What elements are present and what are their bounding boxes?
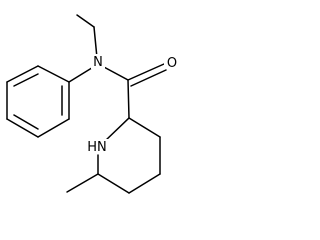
phenyl-ring <box>6 65 70 138</box>
piperidine-ring <box>97 117 161 194</box>
bond-ethyl-ch2-n <box>93 26 98 59</box>
bond-n-carbonyl-carbon <box>101 65 129 81</box>
bond-ethyl-ch3-ch2 <box>76 14 95 28</box>
bond-ring-methyl <box>66 173 99 193</box>
atom-label-piperidine-nitrogen: HN <box>87 140 107 155</box>
bond-carbonyl-double-a <box>127 63 165 81</box>
bond-carbonyl-double-b <box>130 69 167 87</box>
atom-label-amide-nitrogen: N <box>93 55 103 70</box>
atom-label-carbonyl-oxygen: O <box>167 56 177 71</box>
chemical-structure-diagram: N O HN <box>6 14 180 194</box>
bond-carbonyl-to-ring <box>127 79 130 119</box>
bond-n-phenyl <box>68 65 96 83</box>
